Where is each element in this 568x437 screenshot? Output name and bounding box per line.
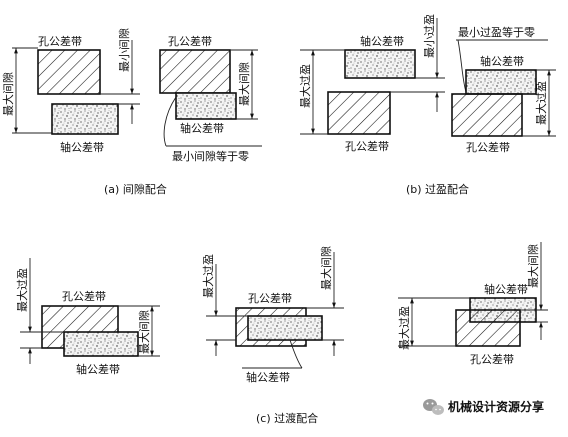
watermark-text: 机械设计资源分享: [448, 399, 544, 414]
leader-line: [163, 96, 177, 147]
max-clearance-label: 最大间隙: [1, 72, 15, 116]
max-interference-label: 最大过盈: [397, 306, 411, 350]
max-clearance-label: 最大间隙: [319, 246, 333, 290]
panel-b-right: 最小过盈等于零 轴公差带 孔公差带 最大过盈: [451, 25, 556, 154]
hole-tolerance-zone: [159, 49, 231, 94]
max-clearance-label: 最大间隙: [526, 244, 540, 288]
min-clearance-zero-label: 最小间隙等于零: [172, 149, 249, 163]
shaft-tolerance-zone: [63, 331, 139, 357]
panel-a-right: 孔公差带 轴公差带 最大间隙 最小间隙等于零: [159, 34, 262, 163]
shaft-tolerance-zone: [247, 315, 323, 341]
shaft-tolerance-zone: [344, 49, 416, 79]
min-interference-label: 最小过盈: [423, 14, 436, 58]
shaft-tolerance-zone: [51, 103, 119, 135]
hole-zone-label: 孔公差带: [248, 291, 292, 305]
hole-tolerance-zone: [451, 93, 523, 137]
panel-c-right: 轴公差带 孔公差带 最大过盈 最大间隙: [397, 242, 548, 366]
max-interference-label: 最大过盈: [201, 254, 215, 298]
panel-b-left: 轴公差带 孔公差带 最大过盈 最小过盈: [298, 14, 445, 153]
min-clearance-label: 最小间隙: [117, 28, 131, 72]
watermark: 机械设计资源分享: [423, 399, 544, 415]
leader-line: [457, 39, 467, 93]
max-clearance-label: 最大间隙: [237, 62, 251, 106]
wechat-icon: [423, 399, 444, 415]
panel-a-left: 最大间隙 孔公差带 轴公差带 最小间隙: [1, 28, 140, 154]
hole-zone-label: 孔公差带: [62, 289, 106, 303]
caption-a: (a) 间隙配合: [104, 182, 167, 196]
panel-c-left: 孔公差带 轴公差带 最大过盈 最大间隙: [15, 258, 160, 376]
shaft-zone-label: 轴公差带: [60, 140, 104, 154]
hole-tolerance-zone: [455, 309, 521, 347]
hole-zone-label: 孔公差带: [38, 34, 82, 48]
max-interference-label: 最大过盈: [15, 268, 29, 312]
caption-c: (c) 过渡配合: [256, 411, 318, 425]
panel-c-middle: 孔公差带 最大过盈 最大间隙 轴公差带: [201, 246, 344, 384]
shaft-tolerance-zone: [175, 92, 237, 120]
shaft-zone-label: 轴公差带: [180, 121, 224, 135]
caption-b: (b) 过盈配合: [406, 182, 469, 196]
leader-line: [289, 339, 303, 369]
hole-zone-label: 孔公差带: [470, 352, 514, 366]
shaft-tolerance-zone: [465, 69, 537, 95]
max-interference-label: 最大过盈: [298, 64, 312, 108]
hole-tolerance-zone: [327, 91, 391, 135]
hole-tolerance-zone: [37, 49, 101, 95]
shaft-zone-label: 轴公差带: [76, 362, 120, 376]
max-interference-label: 最大过盈: [534, 81, 548, 125]
min-interference-zero-label: 最小过盈等于零: [458, 25, 535, 39]
hole-zone-label: 孔公差带: [345, 139, 389, 153]
max-clearance-label: 最大间隙: [137, 310, 151, 354]
hole-zone-label: 孔公差带: [466, 140, 510, 154]
shaft-zone-label: 轴公差带: [480, 54, 524, 68]
shaft-zone-label: 轴公差带: [484, 282, 528, 296]
shaft-zone-label: 轴公差带: [246, 370, 290, 384]
shaft-zone-label: 轴公差带: [360, 34, 404, 48]
hole-zone-label: 孔公差带: [168, 34, 212, 48]
